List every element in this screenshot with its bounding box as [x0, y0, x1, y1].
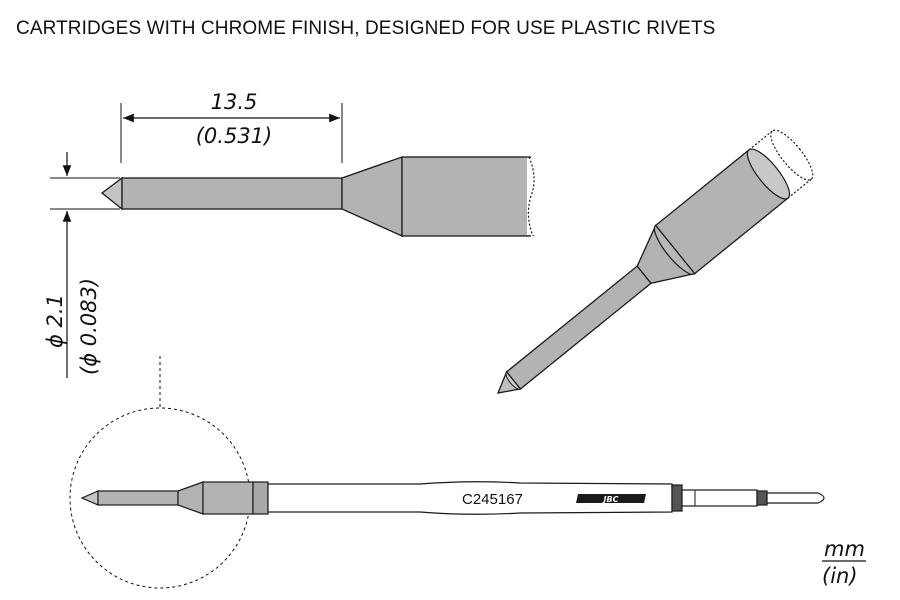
diameter-in-label: (ϕ 0.083) — [77, 278, 101, 375]
cartridge-collar — [252, 481, 269, 515]
cartridge-tip-cone — [177, 481, 204, 515]
part-number-label: C245167 — [462, 491, 523, 508]
perspective-shaft — [505, 265, 652, 390]
tip-side-view: 13.5 (0.531) ϕ 2.1 (ϕ 0.083) — [43, 90, 537, 378]
page-title: CARTRIDGES WITH CHROME FINISH, DESIGNED … — [16, 18, 716, 39]
unit-in-label: (in) — [822, 564, 858, 588]
jbc-logo-text: JBC — [602, 495, 619, 504]
tip-point — [100, 176, 123, 211]
unit-mm-label: mm — [824, 537, 865, 561]
cartridge-rear-tube — [681, 489, 758, 507]
cartridge-rear-band — [756, 490, 768, 506]
tip-perspective-view — [496, 129, 814, 394]
jbc-logo: JBC — [576, 494, 646, 504]
units-legend: mm (in) — [822, 537, 866, 588]
cartridge-body — [267, 481, 673, 515]
perspective-break-end — [770, 129, 814, 181]
perspective-break — [748, 130, 812, 199]
diameter-mm-label: ϕ 2.1 — [43, 294, 67, 348]
tip-cone — [341, 156, 403, 238]
tip-shaft — [121, 177, 343, 210]
tip-sleeve — [401, 156, 531, 237]
length-in-label: (0.531) — [196, 124, 273, 148]
cartridge-rear-pin — [766, 492, 825, 504]
full-cartridge: C245167 JBC — [69, 356, 825, 589]
length-mm-label: 13.5 — [211, 90, 258, 114]
jbc-logo-plate — [576, 494, 646, 503]
cartridge-tip-shaft — [97, 490, 179, 506]
cartridge-tip-sleeve — [202, 481, 254, 515]
cartridge-dark-band — [671, 484, 683, 512]
cartridge-tip-point — [80, 490, 99, 506]
break-mask — [527, 158, 537, 235]
break-line-edge — [527, 156, 535, 237]
